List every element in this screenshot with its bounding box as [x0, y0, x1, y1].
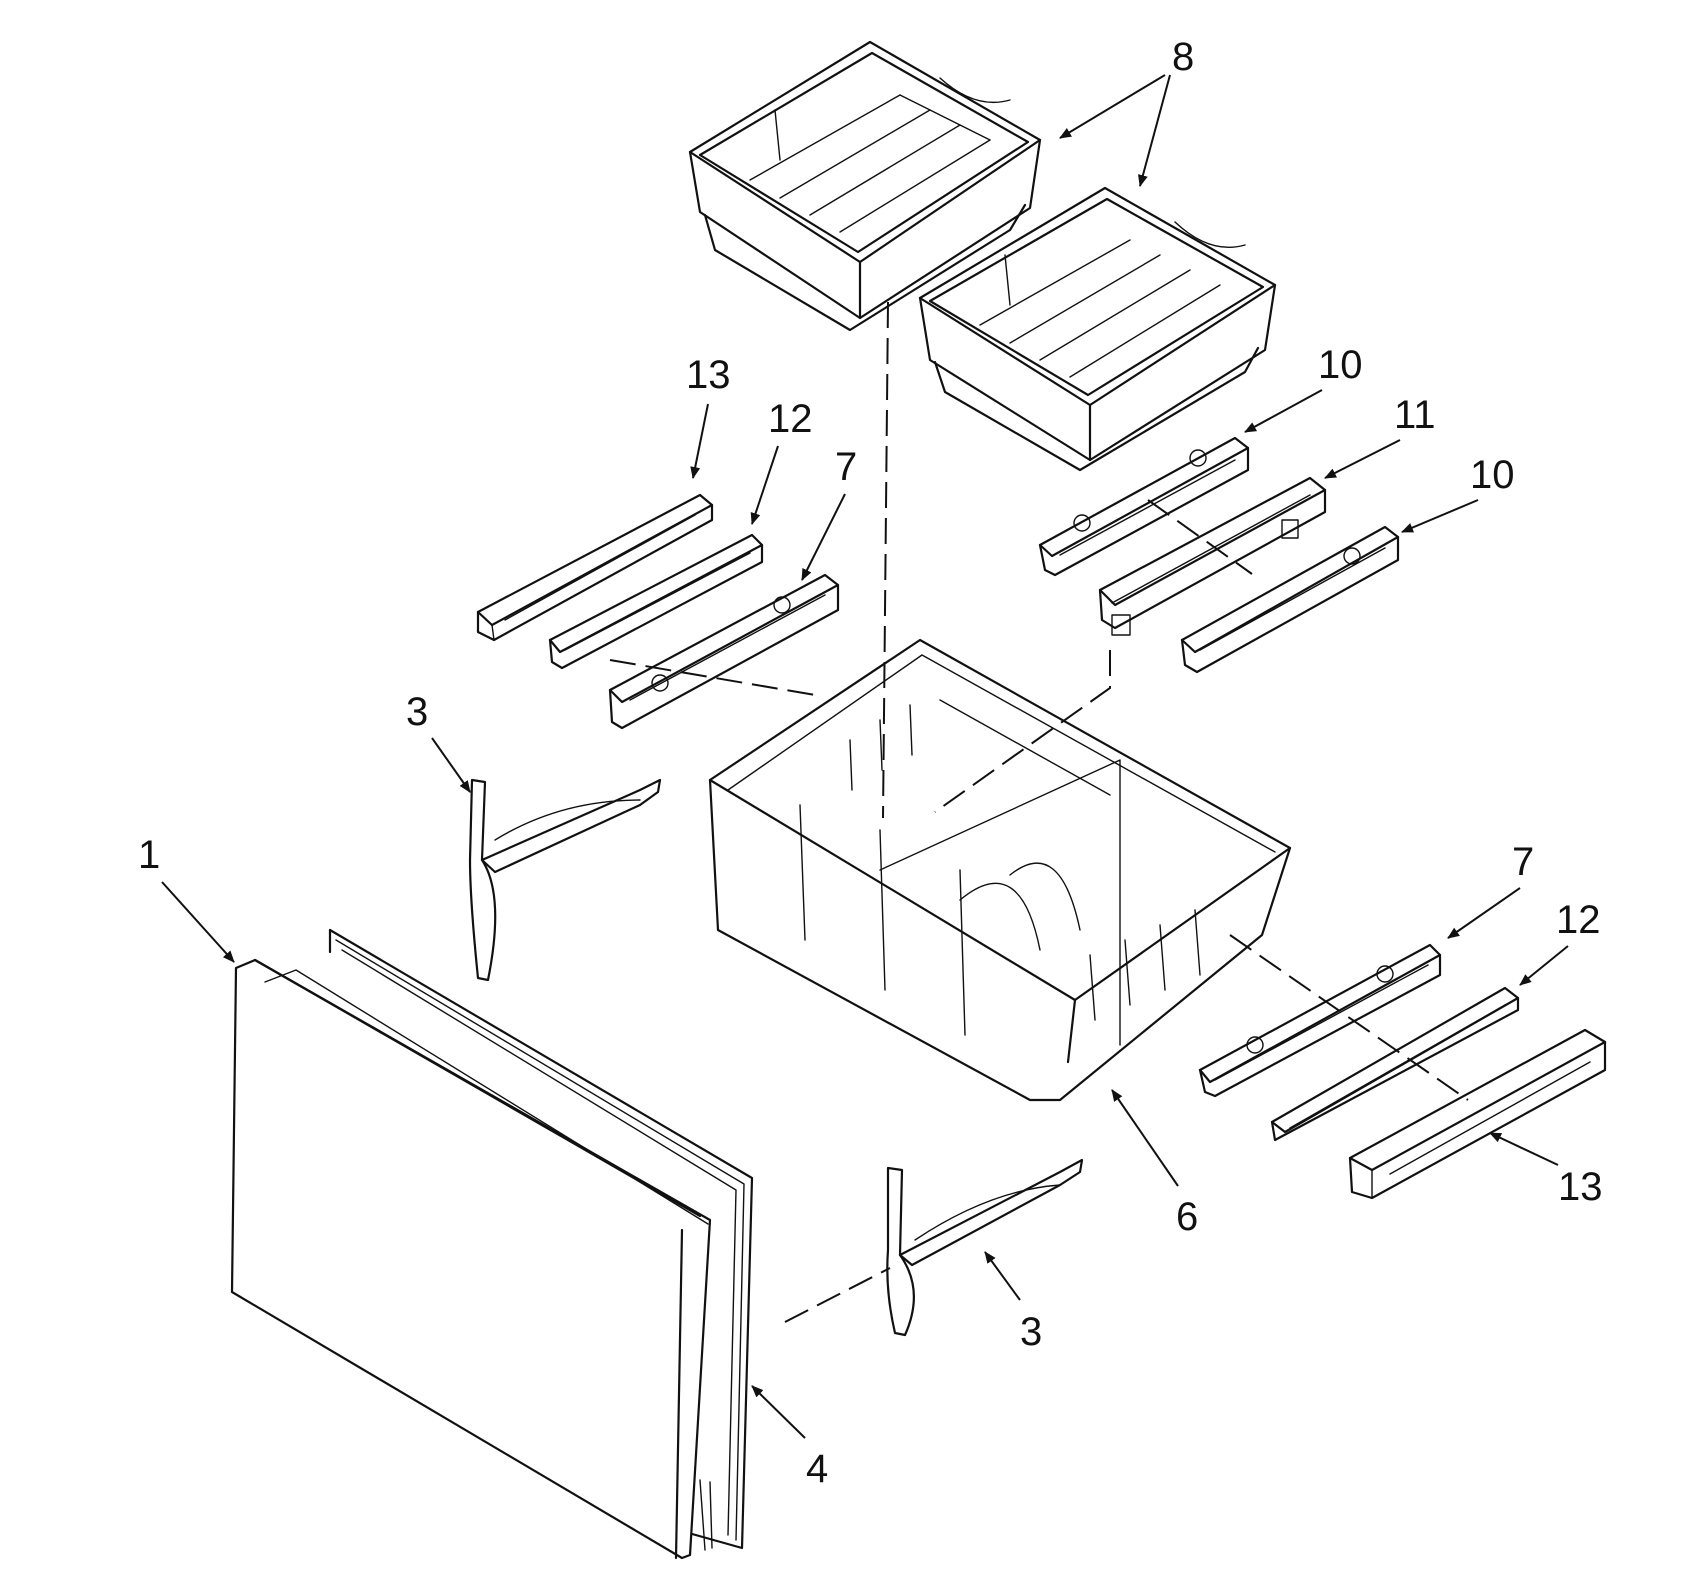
part-3-bracket-upper	[468, 778, 662, 982]
callout-3-lower: 3	[1020, 1310, 1042, 1354]
part-7-slide-rail-lower	[1198, 943, 1442, 1098]
part-13-rail-cover-upper	[476, 493, 714, 642]
callout-4: 4	[806, 1447, 828, 1491]
part-1-door-panel	[230, 958, 713, 1560]
callout-13-upper: 13	[686, 353, 731, 397]
part-12-slide-rail-lower	[1270, 986, 1520, 1142]
callout-12-lower: 12	[1556, 898, 1601, 942]
part-8-tray-upper	[688, 40, 1042, 332]
callout-13-lower: 13	[1558, 1165, 1603, 1209]
callout-7-lower: 7	[1512, 840, 1534, 884]
callout-labels: 8 13 12 7 10 11 10 3 1 7 12 6 13 3 4	[138, 35, 1603, 1491]
part-3-bracket-lower	[886, 1158, 1084, 1337]
callout-7-upper: 7	[835, 445, 857, 489]
assembly-lines	[609, 301, 1469, 1323]
part-12-slide-rail-upper	[548, 533, 764, 670]
callout-6: 6	[1176, 1195, 1198, 1239]
part-8-tray-lower	[918, 186, 1277, 472]
part-13-rail-cover-lower	[1348, 1028, 1607, 1200]
callout-8: 8	[1172, 35, 1194, 79]
callout-12-upper: 12	[768, 397, 813, 441]
callout-11: 11	[1394, 393, 1436, 437]
callout-3-upper: 3	[406, 690, 428, 734]
part-11-center-rail	[1098, 476, 1327, 636]
part-10-slide-rail-upper	[1038, 436, 1250, 577]
part-6-freezer-basket	[708, 638, 1292, 1102]
callout-10-upper: 10	[1318, 343, 1363, 387]
leader-lines	[161, 74, 1569, 1439]
callout-10-lower: 10	[1470, 453, 1515, 497]
callout-1: 1	[138, 833, 160, 877]
part-10-slide-rail-lower	[1180, 525, 1400, 674]
